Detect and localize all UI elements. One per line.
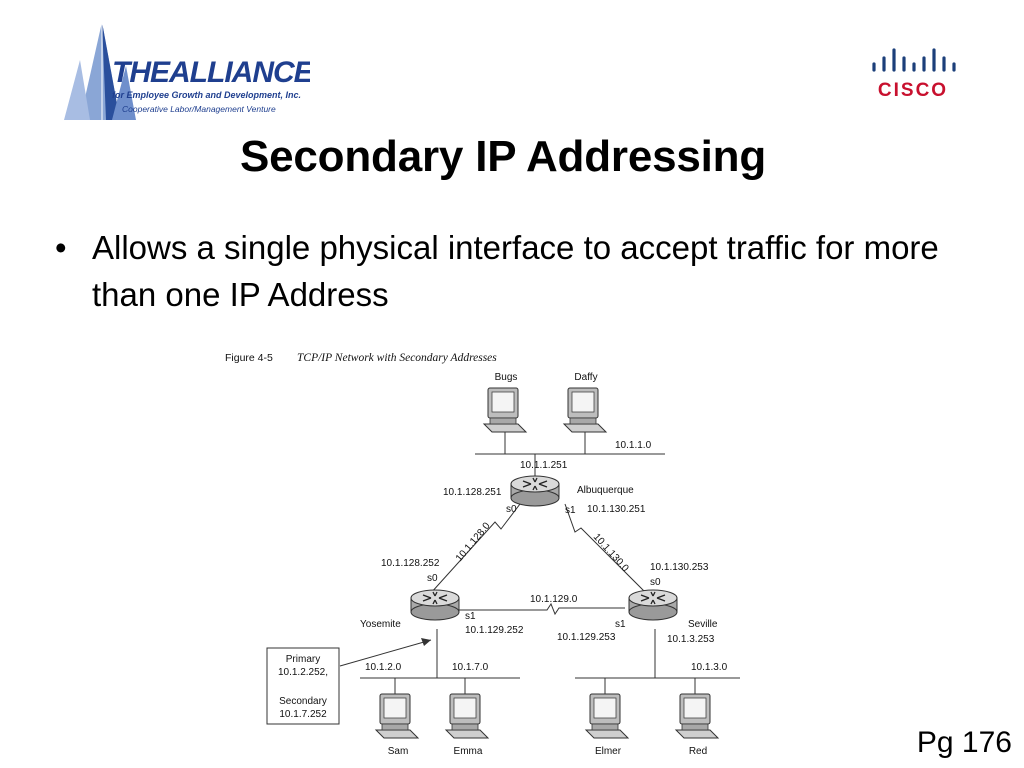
alliance-tower-icon [64,22,136,120]
router-label-albuquerque: Albuquerque [577,485,634,496]
host-label-daffy: Daffy [574,372,597,383]
router-label-yosemite: Yosemite [360,619,401,630]
network-label-2: 10.1.2.0 [365,662,402,673]
callout-secondary-address: 10.1.7.252 [279,709,327,720]
iface-albuquerque-s1: s1 [565,505,576,516]
alliance-logo: THEALLIANCE for Employee Growth and Deve… [64,22,310,120]
network-label-7: 10.1.7.0 [452,662,489,673]
host-label-elmer: Elmer [595,746,622,757]
network-figure: Figure 4-5 TCP/IP Network with Secondary… [225,352,740,757]
network-links [360,432,740,696]
router-yosemite-icon [410,589,460,621]
alliance-tagline-1: for Employee Growth and Development, Inc… [112,90,301,100]
host-label-red: Red [689,746,707,757]
addr-seville-s1: 10.1.129.253 [557,632,616,643]
page-number: Pg 176 [916,726,1012,759]
host-emma-icon [445,693,489,739]
network-label-129: 10.1.129.0 [530,594,578,605]
addr-yosemite-s0: 10.1.128.252 [381,558,440,569]
addr-yosemite-s1: 10.1.129.252 [465,625,524,636]
callout-primary-label: Primary [286,654,320,665]
network-label-top: 10.1.1.0 [615,440,652,451]
iface-albuquerque-s0: s0 [506,504,517,515]
addr-albuquerque-s0: 10.1.128.251 [443,487,502,498]
iface-yosemite-s1: s1 [465,611,476,622]
addr-seville-s0: 10.1.130.253 [650,562,709,573]
host-label-emma: Emma [454,746,483,757]
router-seville-icon [628,589,678,621]
secondary-address-callout: Primary 10.1.2.252, Secondary 10.1.7.252 [266,647,340,725]
host-daffy-icon [563,387,607,433]
bullet-item: • Allows a single physical interface to … [55,224,995,318]
addr-seville-e0: 10.1.3.253 [667,634,715,645]
host-label-sam: Sam [388,746,409,757]
addr-albuquerque-s1: 10.1.130.251 [587,504,646,515]
cisco-logo: CISCO [872,48,956,101]
host-elmer-icon [585,693,629,739]
bullet-text: Allows a single physical interface to ac… [92,229,939,313]
bullet-list: • Allows a single physical interface to … [55,224,995,318]
figure-caption-label: Figure 4-5 [225,352,273,364]
host-sam-icon [375,693,419,739]
router-albuquerque-icon [510,475,560,507]
callout-secondary-label: Secondary [279,696,327,707]
network-label-130: 10.1.130.0 [591,532,631,575]
bullet-marker: • [55,229,67,266]
host-label-bugs: Bugs [495,372,518,383]
callout-arrow [339,638,432,667]
iface-seville-s1: s1 [615,619,626,630]
iface-seville-s0: s0 [650,577,661,588]
host-bugs-icon [483,387,527,433]
callout-primary-address: 10.1.2.252, [278,667,328,678]
cisco-wordmark: CISCO [878,80,948,101]
alliance-wordmark: THEALLIANCE [112,56,310,89]
host-red-icon [675,693,719,739]
cisco-bars-icon [872,48,956,72]
iface-yosemite-s0: s0 [427,573,438,584]
network-label-128: 10.1.128.0 [454,520,493,564]
alliance-tagline-2: Cooperative Labor/Management Venture [122,104,276,114]
network-label-3: 10.1.3.0 [691,662,728,673]
slide-title: Secondary IP Addressing [239,132,767,181]
figure-caption-title: TCP/IP Network with Secondary Addresses [297,352,497,364]
router-label-seville: Seville [688,619,718,630]
addr-albuquerque-e0: 10.1.1.251 [520,460,568,471]
